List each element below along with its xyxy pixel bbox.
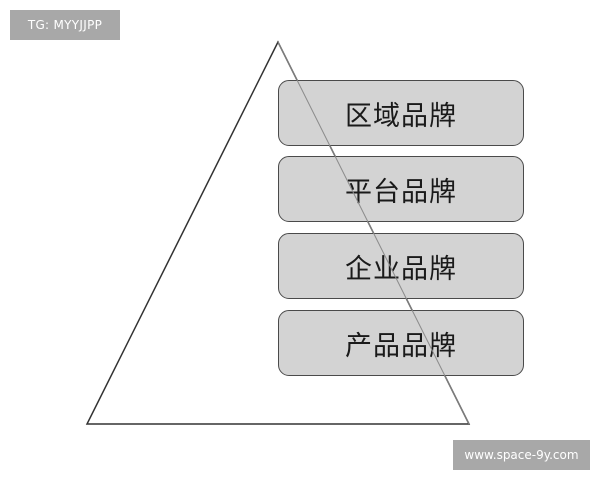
watermark-bottom-right: www.space-9y.com	[453, 440, 590, 470]
level-label: 平台品牌	[345, 176, 457, 208]
watermark-top-left: TG: MYYJJPP	[10, 10, 120, 40]
pyramid-level-1: 区域品牌	[278, 80, 524, 146]
pyramid-level-2: 平台品牌	[278, 156, 524, 222]
level-label: 区域品牌	[345, 100, 457, 132]
level-label: 产品品牌	[345, 330, 457, 362]
pyramid-level-3: 企业品牌	[278, 233, 524, 299]
level-label: 企业品牌	[345, 253, 457, 285]
pyramid-level-4: 产品品牌	[278, 310, 524, 376]
